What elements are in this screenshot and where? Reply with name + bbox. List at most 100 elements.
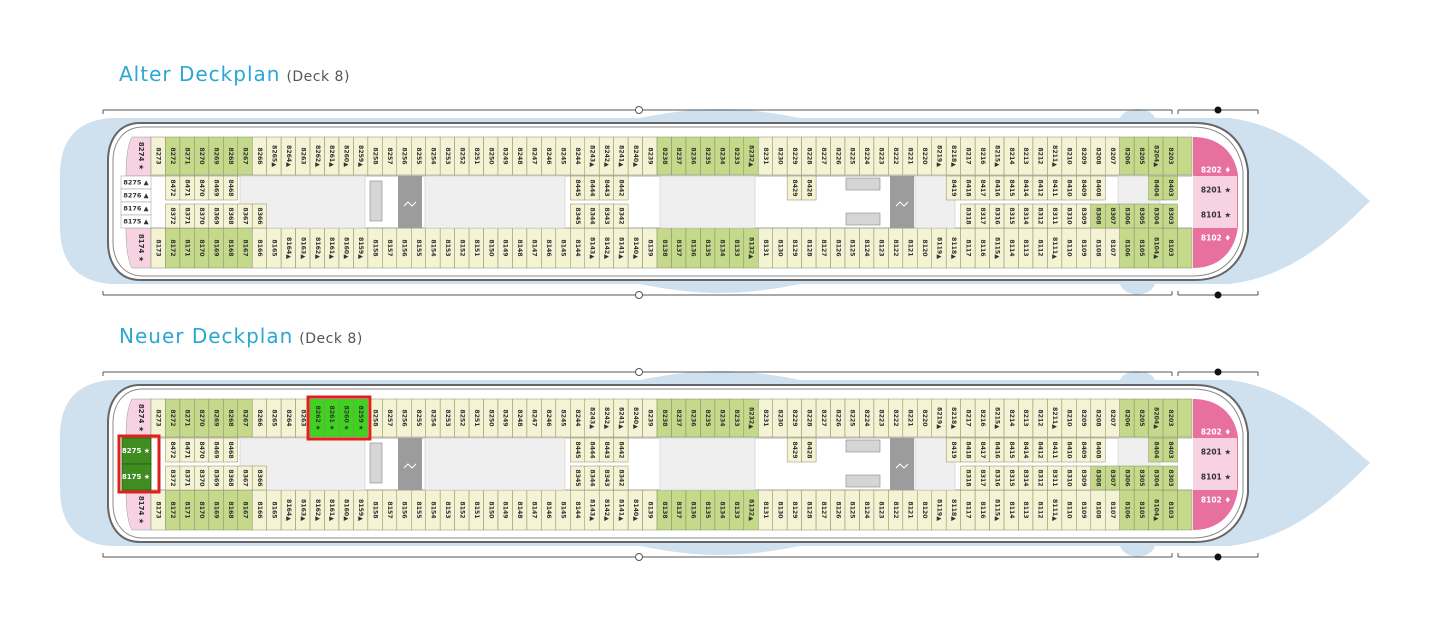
cabin-number: 8305 xyxy=(1138,469,1145,486)
cabin-number: 8210 xyxy=(1066,147,1073,165)
cabin-number: 8120 xyxy=(921,501,928,519)
cabin-number: 8411 xyxy=(1051,441,1058,458)
cabin-number: 8138 xyxy=(661,501,668,518)
cabin-number: 8127 xyxy=(820,501,827,518)
cabin-number: 8172 xyxy=(169,501,176,518)
cabin-number: 8135 xyxy=(704,501,711,518)
cabin-number: 8206 xyxy=(1123,147,1130,164)
cabin-number: 8414 xyxy=(1022,441,1029,459)
cabin-number: 8147 xyxy=(531,501,538,518)
cabin-number: 8219▲ xyxy=(935,145,942,167)
cabin-number: 8271 xyxy=(184,409,191,426)
cabin-number: 8135 xyxy=(704,239,711,256)
cabin-number: 8136 xyxy=(690,239,697,256)
cabin-number: 8206 xyxy=(1123,409,1130,426)
cabin-number: 8242▲ xyxy=(603,407,610,429)
cabin-number: 8260▲ xyxy=(343,145,350,167)
cabin-number: 8415 xyxy=(1008,441,1015,458)
cabin-number: 8468 xyxy=(227,441,234,458)
cabin-number: 8175 ▲ xyxy=(123,218,148,226)
cabin-number: 8204▲ xyxy=(1152,407,1159,429)
cabin-number: 8303 xyxy=(1167,207,1174,224)
cabin-number: 8107 xyxy=(1109,501,1116,518)
cabin-number: 8367 xyxy=(241,469,248,486)
cabin-number: 8157 xyxy=(386,239,393,256)
cabin-number: 8170 xyxy=(198,239,205,257)
cabin-number: 8274 ★ xyxy=(137,404,145,432)
cabin-number: 8117 xyxy=(964,239,971,256)
cabin-number: 8410 xyxy=(1066,179,1073,197)
cabin-number: 8410 xyxy=(1066,441,1073,459)
cabin-number: 8267 xyxy=(241,409,248,426)
cabin-number: 8163▲ xyxy=(299,499,306,521)
cabin-number: 8312 xyxy=(1037,469,1044,486)
cabin-number: 8207 xyxy=(1109,147,1116,164)
cabin-number: 8173 xyxy=(155,239,162,256)
cabin xyxy=(801,175,817,201)
bow-marker xyxy=(1214,368,1222,376)
cabin-number: 8114 xyxy=(1008,239,1015,257)
cabin-number: 8254 xyxy=(429,147,436,165)
cabin-number: 8404 xyxy=(1152,179,1159,197)
cabin xyxy=(1177,398,1193,438)
plan-title-text: Alter Deckplan xyxy=(119,62,281,86)
plan-title: Alter Deckplan(Deck 8) xyxy=(119,62,350,86)
cabin-number: 8252 xyxy=(458,409,465,426)
cabin-number: 8342 xyxy=(617,207,624,224)
cabin-number: 8141▲ xyxy=(617,237,624,259)
cabin-number: 8304 xyxy=(1152,207,1159,225)
cabin-number: 8261 ★ xyxy=(328,406,335,431)
cabin-number: 8166 xyxy=(256,239,263,256)
bow-suite-inner xyxy=(1193,438,1237,490)
cabin-number: 8225 xyxy=(849,409,856,426)
cabin-number: 8144 xyxy=(574,239,581,257)
cabin-number: 8151 xyxy=(473,501,480,518)
cabin-number: 8246 xyxy=(545,147,552,164)
cabin-number: 8134 xyxy=(719,239,726,257)
bow-marker xyxy=(1214,553,1222,561)
cabin-number: 8309 xyxy=(1080,207,1087,224)
cabin-number: 8224 xyxy=(863,409,870,427)
cabin-number: 8112 xyxy=(1037,239,1044,256)
cabin-number: 8108 xyxy=(1095,239,1102,256)
cabin-number: 8172 xyxy=(169,239,176,256)
cabin-number: 8109 xyxy=(1080,239,1087,256)
cabin-number: 8419 xyxy=(950,441,957,458)
cabin-number: 8403 xyxy=(1167,441,1174,458)
cabin-number: 8366 xyxy=(256,207,263,224)
cabin-number: 8106 xyxy=(1123,501,1130,518)
cabin-number: 8123 xyxy=(878,239,885,256)
cabin-number: 8470 xyxy=(198,179,205,197)
cabin-number: 8169 xyxy=(213,501,220,518)
cabin-number: 8132▲ xyxy=(748,499,755,521)
cabin-number: 8161▲ xyxy=(328,237,335,259)
cabin-number: 8470 xyxy=(198,441,205,459)
cabin-number: 8119▲ xyxy=(935,237,942,259)
cabin-number: 8226 xyxy=(834,409,841,426)
cabin-number: 8239 xyxy=(646,147,653,164)
cabin-number: 8130 xyxy=(776,239,783,257)
cabin-number: 8174 ★ xyxy=(137,496,145,524)
cabin-number: 8468 xyxy=(227,179,234,196)
cabin-number: 8107 xyxy=(1109,239,1116,256)
cabin-number: 8146 xyxy=(545,239,552,256)
cabin-number: 8139 xyxy=(646,239,653,256)
elevator-icon xyxy=(369,442,383,484)
cabin-number: 8263 xyxy=(299,409,306,426)
cabin-number: 8367 xyxy=(241,207,248,224)
cabin-number: 8317 xyxy=(979,207,986,224)
cabin-number: 8218▲ xyxy=(950,407,957,429)
cabin-number: 8310 xyxy=(1066,207,1073,225)
cabin-number: 8148 xyxy=(516,239,523,256)
cabin-number: 8428 xyxy=(805,441,812,458)
cabin-number: 8268 xyxy=(227,147,234,164)
cabin xyxy=(1162,465,1178,491)
cabin xyxy=(121,437,152,465)
cabin-number: 8115▲ xyxy=(993,237,1000,259)
cabin-number: 8239 xyxy=(646,409,653,426)
cabin-number: 8224 xyxy=(863,147,870,165)
cabin-number: 8444 xyxy=(588,179,595,197)
cabin-number: 8105 xyxy=(1138,239,1145,256)
cabin-number: 8129 xyxy=(791,239,798,256)
